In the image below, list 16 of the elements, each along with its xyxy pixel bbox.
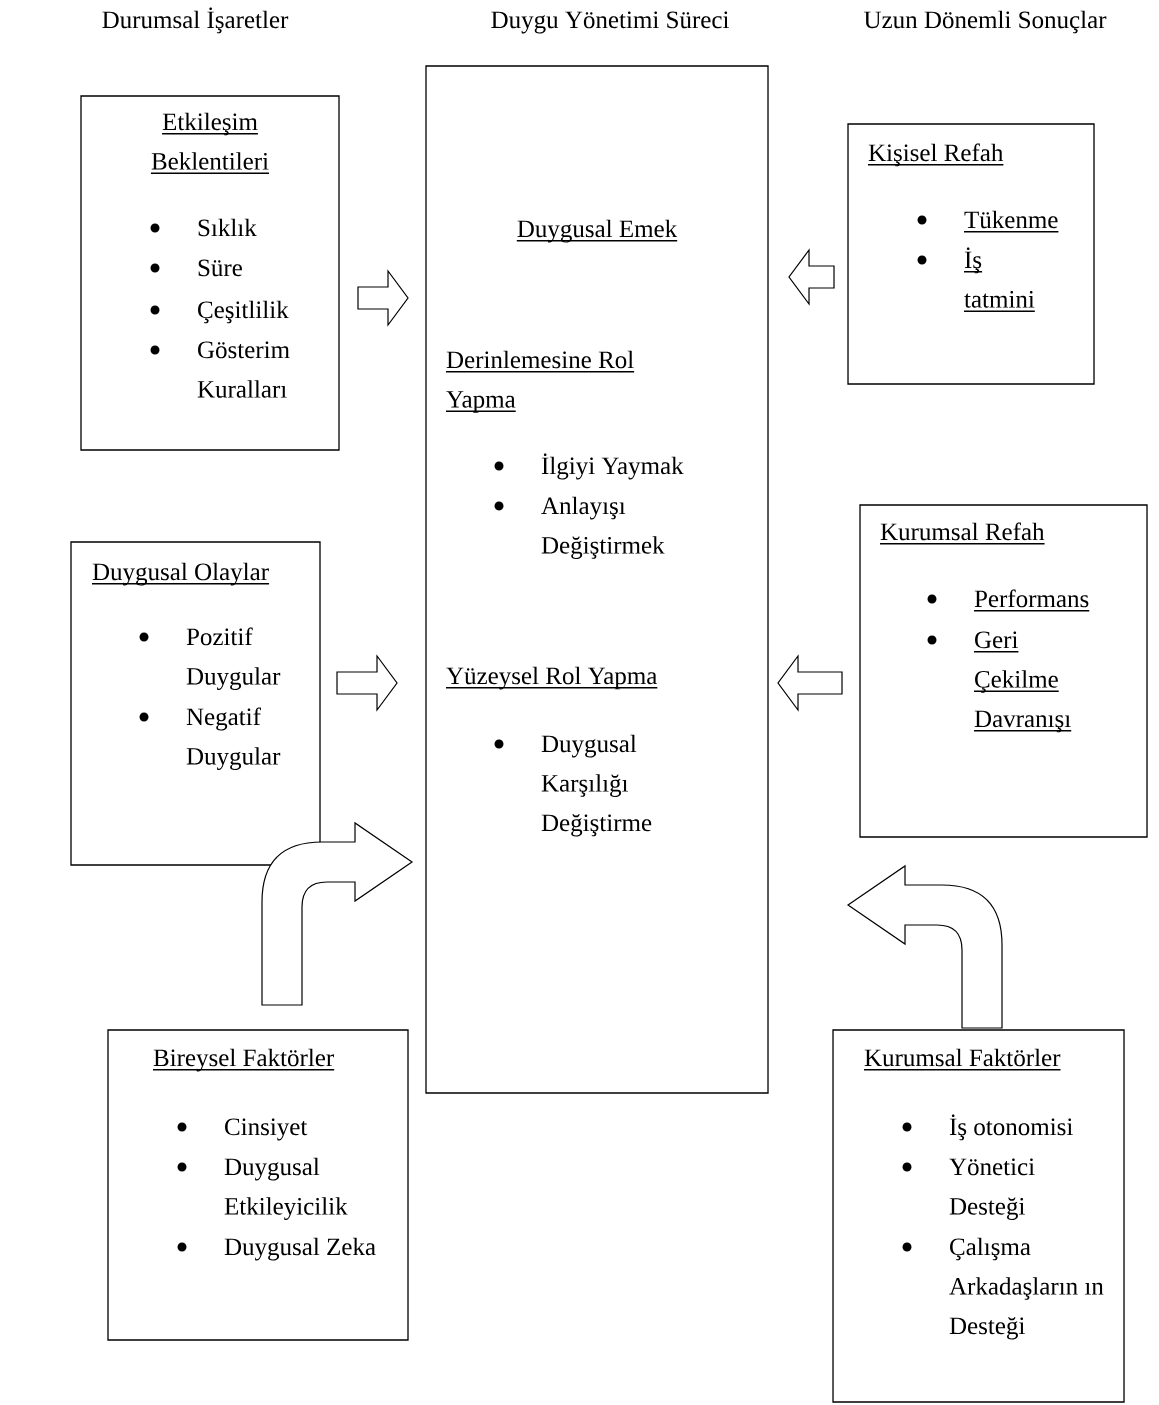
block-arrow — [847, 865, 1003, 1029]
column-heading: Duygu Yönetimi Süreci — [491, 11, 729, 34]
block-arrow — [336, 654, 398, 712]
factor-box: Kurumsal Faktörler İş otonomisi Yönetici Desteği Çalışma Arkadaşların ın Desteği — [832, 1029, 1125, 1403]
process-box: Duygusal Emek Derinlemesine Rol Yapma İlgiyi Yaymak Anlayışı Değiştirmek Yüzeysel Rol Yapma Duygusal Karşılığı Değiştirme — [425, 65, 769, 1094]
factor-box: Duygusal Olaylar Pozitif Duygular Negatif Duygular — [70, 541, 321, 866]
factor-box: Kişisel Refah Tükenme İş tatmini — [847, 123, 1095, 385]
factor-box: Etkileşim Beklentileri Sıklık Süre Çeşitlilik Gösterim Kuralları — [80, 95, 340, 451]
block-arrow — [788, 248, 835, 306]
column-heading: Durumsal İşaretler — [102, 7, 289, 34]
factor-box: Bireysel Faktörler Cinsiyet Duygusal Etkileyicilik Duygusal Zeka — [107, 1029, 409, 1341]
block-arrow — [777, 654, 843, 712]
block-arrow — [261, 822, 413, 1006]
factor-box: Kurumsal Refah Performans Geri Çekilme Davranışı — [859, 504, 1148, 838]
block-arrow — [357, 269, 409, 327]
column-heading: Uzun Dönemli Sonuçlar — [864, 10, 1107, 34]
